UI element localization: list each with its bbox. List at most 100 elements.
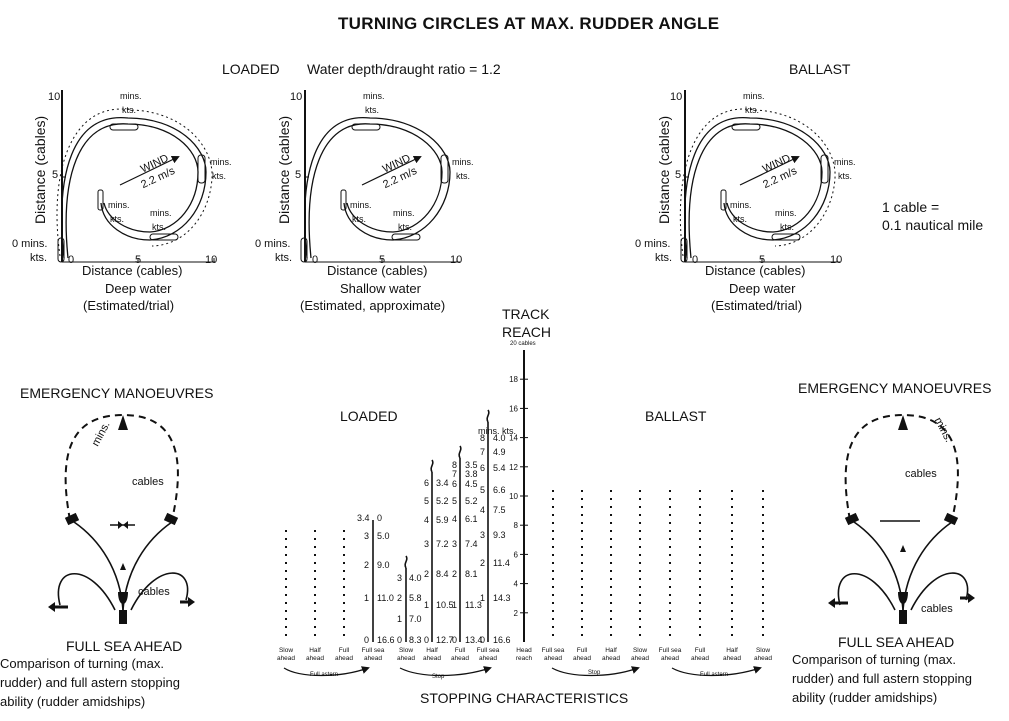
- emergency-cables-top-left: cables: [132, 476, 164, 488]
- full-sea-ahead-right: FULL SEA AHEAD: [838, 634, 955, 650]
- val-fsb-9: 7.5: [493, 505, 506, 515]
- kts-inner-1: kts.: [110, 214, 125, 224]
- val-hb-1: 3.4: [436, 478, 449, 488]
- axis-tick-label: 6: [514, 550, 519, 559]
- val-fb-14: 1: [452, 600, 458, 610]
- val-fsb-7: 6.6: [493, 485, 506, 495]
- kts-top-2: kts.: [365, 105, 380, 115]
- val-hb-11: 10.5: [436, 600, 454, 610]
- column-label: Full: [455, 647, 466, 654]
- val-hb-0: 6: [424, 478, 430, 488]
- val-fb-13: 8.1: [465, 569, 478, 579]
- comparison-line1-right: Comparison of turning (max.: [792, 652, 957, 667]
- column-label: ahead: [364, 655, 382, 662]
- column-label: Half: [309, 647, 321, 654]
- val-a-1: 0: [377, 513, 383, 523]
- val-fsb-2: 7: [480, 447, 486, 457]
- tick-10-2: 10: [290, 91, 303, 103]
- column-label: reach: [516, 655, 533, 662]
- column-label: ahead: [723, 655, 741, 662]
- axis-tick-label: 4: [514, 580, 519, 589]
- tick-10-1: 10: [48, 91, 61, 103]
- val-fsb-5: 5.4: [493, 463, 506, 473]
- turning-circle-ballast-deep: [679, 90, 840, 263]
- cable-note-line1: 1 cable =: [882, 199, 940, 215]
- estimate-note-3: (Estimated/trial): [711, 298, 803, 313]
- tick-5-2: 5: [295, 169, 302, 181]
- kts-bottom-2: kts.: [398, 222, 413, 232]
- val-fb-5: 4.5: [465, 479, 478, 489]
- val-fb-15: 11.3: [465, 600, 482, 610]
- val-a-3: 5.0: [377, 531, 390, 541]
- emergency-cables-bottom-right: cables: [921, 603, 953, 615]
- axis-tick-label: 16: [509, 404, 518, 413]
- val-a-0: 3.4: [357, 513, 370, 523]
- val-hb-9: 8.4: [436, 569, 449, 579]
- emergency-cables-top-right: cables: [905, 468, 937, 480]
- val-a-6: 1: [364, 593, 370, 603]
- axis-tick-label: 8: [514, 521, 519, 530]
- column-label: ahead: [631, 655, 649, 662]
- column-label: Half: [605, 647, 617, 654]
- emergency-cables-bottom-left: cables: [138, 586, 170, 598]
- tick-5-1: 5: [52, 169, 59, 181]
- loaded-heading: LOADED: [222, 61, 280, 77]
- val-fb-9: 6.1: [465, 514, 478, 524]
- val-a-5: 9.0: [377, 560, 390, 570]
- tick-0-3: 0: [692, 254, 699, 266]
- comparison-line3-left: ability (rudder amidships): [0, 694, 146, 709]
- val-fb-17: 13.4: [465, 635, 483, 645]
- val-fb-7: 5.2: [465, 496, 478, 506]
- val-a-8: 0: [364, 635, 370, 645]
- kts-right-3: kts.: [838, 171, 853, 181]
- val-hb-5: 5.9: [436, 515, 449, 525]
- x-axis-label-2: Distance (cables): [327, 263, 428, 278]
- val-fsb-14: 1: [480, 593, 486, 603]
- val-fsb-8: 4: [480, 505, 486, 515]
- comparison-line2-right: rudder) and full astern stopping: [792, 671, 972, 686]
- column-label: ahead: [479, 655, 497, 662]
- mins-inner-3: mins.: [730, 200, 752, 210]
- mins-inner-2: mins.: [350, 200, 372, 210]
- y-axis-label-3: Distance (cables): [656, 115, 672, 224]
- axis-tick-label: 2: [514, 609, 519, 618]
- mins-top-1: mins.: [120, 91, 142, 101]
- val-sb-0: 3: [397, 573, 403, 583]
- column-label: Full: [339, 647, 350, 654]
- val-fsb-10: 3: [480, 530, 486, 540]
- column-label: Slow: [633, 647, 647, 654]
- val-sb-7: 8.3: [409, 635, 422, 645]
- val-a-2: 3: [364, 531, 370, 541]
- mins-top-2: mins.: [363, 91, 385, 101]
- val-hb-13: 12.7: [436, 635, 454, 645]
- val-a-9: 16.6: [377, 635, 395, 645]
- kts-bottom-1: kts.: [152, 222, 167, 232]
- column-label: ahead: [544, 655, 562, 662]
- kts-start-2: kts.: [275, 252, 293, 264]
- x-axis-label-1: Distance (cables): [82, 263, 183, 278]
- kts-top-3: kts.: [745, 105, 760, 115]
- column-label: Slow: [399, 647, 413, 654]
- val-fsb-1: 4.0: [493, 433, 506, 443]
- axis-tick-label: 10: [509, 492, 518, 501]
- val-fb-16: 0: [452, 635, 458, 645]
- column-label: ahead: [754, 655, 772, 662]
- kts-inner-3: kts.: [733, 214, 748, 224]
- mins-bottom-1: mins.: [150, 208, 172, 218]
- column-label: ahead: [691, 655, 709, 662]
- axis-tick-label: 12: [509, 463, 518, 472]
- column-label: ahead: [306, 655, 324, 662]
- stop-label-left: Stop: [432, 674, 445, 680]
- tick-10x-2: 10: [450, 254, 463, 266]
- val-sb-2: 2: [397, 593, 403, 603]
- kts-inner-2: kts.: [352, 214, 367, 224]
- tick-0-2: 0: [312, 254, 319, 266]
- val-a-7: 11.0: [377, 593, 394, 603]
- axis-tick-label: 18: [509, 375, 518, 384]
- val-hb-8: 2: [424, 569, 430, 579]
- mins-bottom-3: mins.: [775, 208, 797, 218]
- val-fb-4: 6: [452, 479, 458, 489]
- val-fb-0: 8: [452, 460, 458, 470]
- tick-5-3: 5: [675, 169, 682, 181]
